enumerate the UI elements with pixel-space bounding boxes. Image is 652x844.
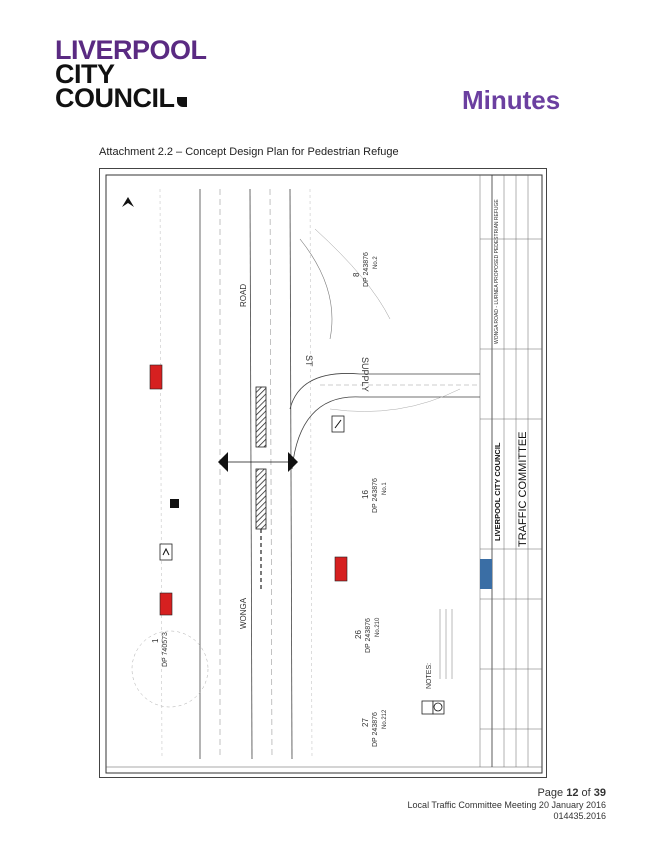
lot-dp: DP 243876 — [372, 712, 379, 747]
plan-drawing: ROAD WONGA ST SUPPLY 8 DP 243876 No.2 16… — [105, 174, 543, 774]
lot-number: 8 — [352, 272, 361, 277]
chevron-sign-icon — [170, 499, 179, 508]
meeting-name: Local Traffic Committee Meeting 20 Janua… — [407, 800, 606, 810]
road-label-supply: SUPPLY — [360, 357, 370, 392]
document-number: 014435.2016 — [553, 811, 606, 821]
lot-dp: DP 243876 — [365, 618, 372, 653]
page-current: 12 — [566, 787, 579, 799]
plan-border — [105, 174, 543, 774]
lot-street-no: No.212 — [382, 709, 388, 729]
page-footer: Page 12 of 39 Local Traffic Committee Me… — [408, 786, 606, 822]
page-number: Page 12 of 39 — [408, 786, 606, 800]
red-sign-icon — [149, 364, 163, 390]
lot-number: 16 — [361, 490, 370, 499]
page-prefix: Page — [537, 787, 567, 799]
road-label-st: ST — [304, 355, 314, 367]
pedestrian-refuge-island — [255, 386, 267, 448]
page-of: of — [578, 787, 594, 799]
logo-line-1: LIVERPOOL — [55, 35, 207, 65]
red-sign-icon — [159, 592, 173, 616]
lot-number: 26 — [354, 630, 363, 639]
lot-street-no: No.1 — [382, 482, 388, 495]
lot-dp: DP 243876 — [363, 252, 370, 287]
lot-dp: DP 740573 — [162, 632, 169, 667]
keep-left-sign-icon — [159, 543, 173, 561]
north-arrow-icon — [122, 197, 134, 207]
lot-street-no: No.2 — [373, 256, 379, 269]
council-emblem-icon — [480, 559, 492, 589]
page-total: 39 — [593, 787, 606, 799]
crossing-arrow-left-icon — [218, 452, 228, 472]
project-description: WONGA ROAD - LURNEA PROPOSED PEDESTRIAN … — [494, 199, 500, 344]
lot-street-no: No.210 — [375, 617, 381, 637]
page-title: Minutes — [462, 85, 561, 115]
committee-name: TRAFFIC COMMITTEE — [517, 432, 529, 548]
logo-mark-icon — [176, 97, 187, 107]
parking-sign-icon — [421, 700, 434, 715]
cul-de-sac-outline — [131, 630, 209, 708]
concept-design-plan: ROAD WONGA ST SUPPLY 8 DP 243876 No.2 16… — [99, 168, 547, 778]
road-label-road: ROAD — [239, 284, 248, 307]
council-logo: LIVERPOOL CITY COUNCIL — [55, 35, 225, 113]
notes-title: NOTES: — [426, 663, 433, 689]
road-label-wonga: WONGA — [239, 597, 248, 629]
logo-line-3: COUNCIL — [55, 83, 225, 113]
crossing-arrow-right-icon — [288, 452, 298, 472]
lot-number: 27 — [361, 718, 370, 727]
attachment-caption: Attachment 2.2 – Concept Design Plan for… — [99, 146, 399, 158]
logo-line-2: CITY — [55, 59, 115, 89]
red-sign-icon — [334, 556, 348, 582]
lot-dp: DP 243876 — [372, 478, 379, 513]
council-name: LIVERPOOL CITY COUNCIL — [493, 442, 502, 541]
logo-line-3-text: COUNCIL — [55, 83, 175, 113]
side-street-edge — [289, 373, 480, 410]
lot-number: 1 — [151, 638, 160, 643]
